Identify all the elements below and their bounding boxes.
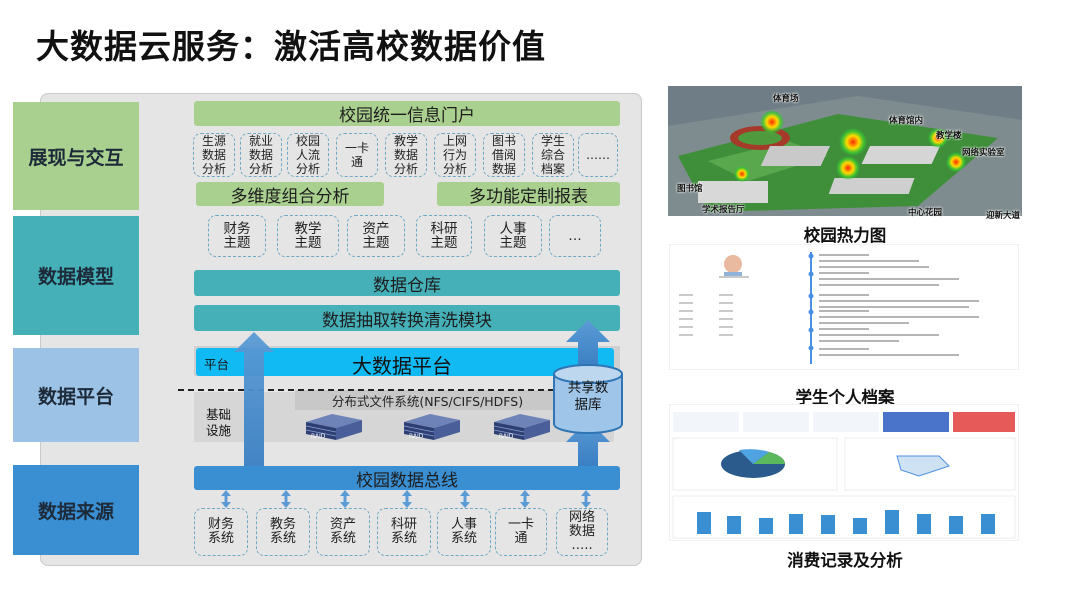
app-box-label: 校园 人流 分析: [295, 134, 320, 176]
topic-box-label: 资产 主题: [362, 221, 390, 251]
heatmap-label-6: 中心花园: [908, 208, 943, 218]
topic-box-1: 教学 主题: [277, 215, 339, 257]
profile-caption: 学生个人档案: [795, 388, 895, 407]
app-box-label: 生源 数据 分析: [201, 134, 226, 176]
app-box-label: 教学 数据 分析: [393, 134, 418, 176]
source-box-label: 网络 数据 …..: [568, 510, 595, 553]
layer-label-platform: 数据平台: [13, 348, 139, 442]
app-box-7: 学生 综合 档案: [532, 133, 574, 177]
heatmap-label-7: 迎新大道: [986, 211, 1021, 221]
filesystem-bar: 分布式文件系统(NFS/CIFS/HDFS): [295, 390, 560, 410]
consumption-analysis-image: [669, 404, 1019, 541]
source-box-label: 财务 系统: [207, 517, 234, 546]
topic-box-0: 财务 主题: [208, 215, 266, 257]
app-box-5: 上网 行为 分析: [434, 133, 476, 177]
page-title: 大数据云服务：激活高校数据价值: [36, 27, 546, 66]
app-box-label: ……: [586, 148, 610, 162]
source-box-label: 人事 系统: [450, 517, 477, 546]
source-box-2: 资产 系统: [316, 508, 370, 556]
source-box-5: 一卡 通: [495, 508, 547, 556]
app-box-3: 一卡 通: [336, 133, 378, 177]
platform-tag: 平台: [204, 357, 230, 372]
heatmap-label-2: 教学楼: [936, 131, 962, 141]
etl-bar: 数据抽取转换清洗模块: [194, 305, 620, 331]
source-box-label: 一卡 通: [507, 517, 534, 546]
app-box-1: 就业 数据 分析: [240, 133, 282, 177]
campus-heatmap-image: [668, 86, 1022, 216]
raid-icon-1: RAID: [305, 414, 362, 440]
source-box-4: 人事 系统: [437, 508, 491, 556]
custom-reports-bar: 多功能定制报表: [437, 182, 620, 207]
heatmap-caption: 校园热力图: [803, 226, 887, 245]
warehouse-bar: 数据仓库: [194, 270, 620, 296]
app-box-8: ……: [578, 133, 618, 177]
app-box-0: 生源 数据 分析: [193, 133, 235, 177]
heatmap-label-4: 图书馆: [677, 184, 703, 194]
source-box-label: 教务 系统: [269, 517, 296, 546]
app-box-label: 图书 借阅 数据: [491, 134, 516, 176]
topic-box-label: 财务 主题: [223, 221, 251, 251]
layer-label-model: 数据模型: [13, 216, 139, 335]
app-box-label: 一卡 通: [344, 141, 369, 169]
shared-database-label: 共享数 据库: [567, 380, 609, 413]
source-box-label: 科研 系统: [390, 517, 417, 546]
heatmap-label-1: 体育馆内: [889, 116, 924, 126]
app-box-label: 学生 综合 档案: [540, 134, 565, 176]
topic-box-label: 教学 主题: [294, 221, 322, 251]
layer-label-presentation: 展现与交互: [13, 102, 139, 210]
source-box-6: 网络 数据 …..: [556, 508, 608, 556]
student-profile-image: [669, 244, 1019, 370]
raid-label: RAID: [311, 433, 326, 440]
layer-label-source: 数据来源: [13, 465, 139, 555]
source-box-1: 教务 系统: [256, 508, 310, 556]
topic-box-2: 资产 主题: [347, 215, 405, 257]
consumption-caption: 消费记录及分析: [787, 551, 903, 570]
topic-box-label: 人事 主题: [499, 221, 527, 251]
source-box-label: 资产 系统: [329, 517, 356, 546]
topic-box-label: …: [568, 228, 582, 244]
topic-box-4: 人事 主题: [484, 215, 542, 257]
raid-label: RAID: [499, 433, 514, 440]
big-data-platform-label: 大数据平台: [352, 354, 452, 378]
app-box-4: 教学 数据 分析: [385, 133, 427, 177]
portal-bar: 校园统一信息门户: [194, 101, 620, 126]
platform-divider: [178, 389, 554, 391]
app-box-6: 图书 借阅 数据: [483, 133, 525, 177]
raid-icon-2: RAID: [403, 414, 460, 440]
app-box-label: 就业 数据 分析: [248, 134, 273, 176]
source-box-0: 财务 系统: [194, 508, 248, 556]
topic-box-label: 科研 主题: [430, 221, 458, 251]
heatmap-label-0: 体育场: [773, 94, 799, 104]
topic-box-3: 科研 主题: [416, 215, 472, 257]
app-box-2: 校园 人流 分析: [287, 133, 329, 177]
heatmap-label-3: 网络实验室: [962, 148, 1005, 158]
heatmap-label-5: 学术报告厅: [702, 205, 745, 215]
infra-label: 基础 设施: [206, 407, 232, 438]
raid-icon-3: RAID: [493, 414, 550, 440]
raid-label: RAID: [409, 433, 424, 440]
app-box-label: 上网 行为 分析: [442, 134, 467, 176]
source-box-3: 科研 系统: [377, 508, 431, 556]
topic-box-5: …: [549, 215, 601, 257]
campus-bus-bar: 校园数据总线: [194, 466, 620, 491]
multi-analysis-bar: 多维度组合分析: [196, 182, 384, 207]
